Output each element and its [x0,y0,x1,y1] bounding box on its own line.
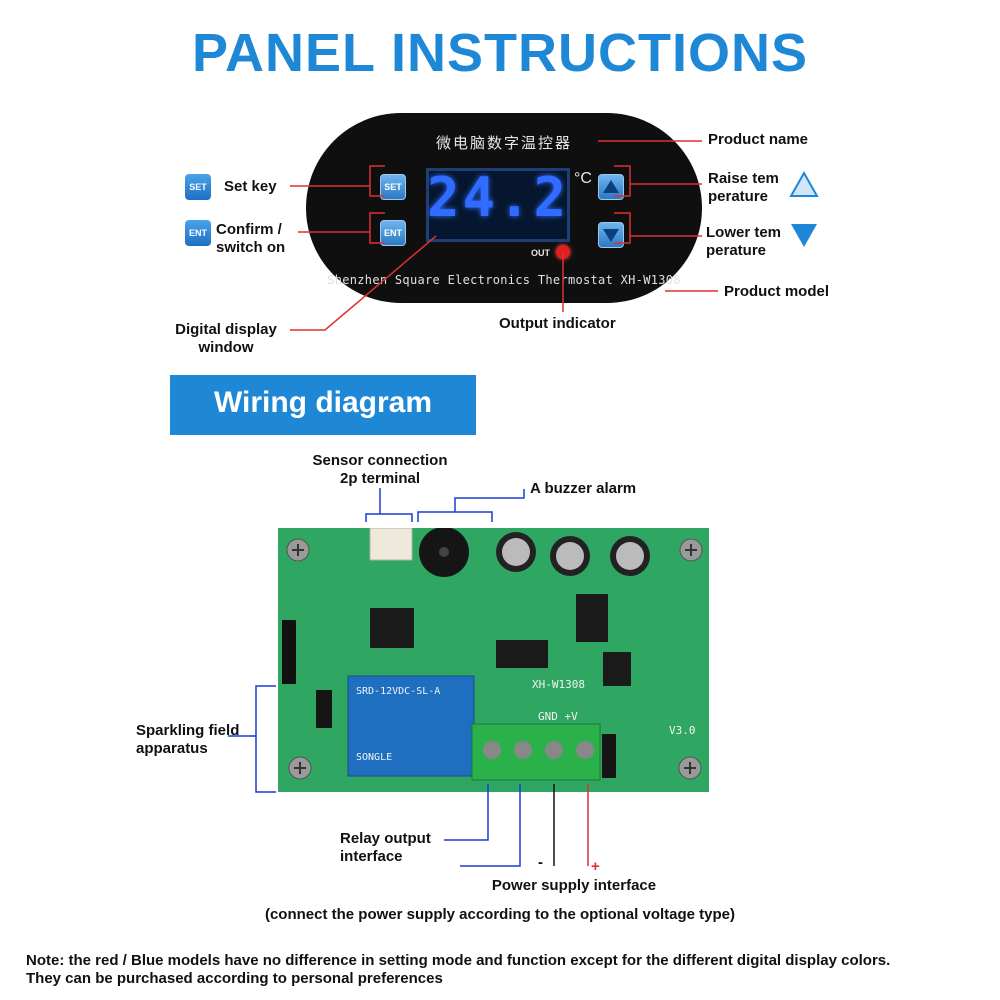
label-power-note: (connect the power supply according to t… [264,906,736,923]
panel-ent-label: ENT [384,228,402,238]
set-icon: SET [185,174,211,200]
pcb-relay-brand: SONGLE [356,752,393,763]
display-value: 24.2 [426,166,570,229]
pcb-model-text: XH-W1308 [532,678,585,691]
label-sensor-line2: 2p terminal [339,470,421,487]
label-digital-line1: Digital display [175,321,277,338]
label-confirm-line1: Confirm / [216,221,282,238]
triangle-up-icon [603,180,619,193]
digital-display-window [426,168,570,242]
label-confirm-line2: switch on [216,239,286,256]
label-output-indicator: Output indicator [499,315,616,332]
panel-callout-lines [290,140,718,331]
label-product-name: Product name [708,131,809,148]
label-relay-line2: interface [340,848,403,865]
screw-icon [286,538,703,780]
label-sparkling-line2: apparatus [136,740,208,757]
panel-set-label: SET [384,182,402,192]
ent-icon-label: ENT [189,228,207,238]
raise-side-icon [789,170,819,197]
pcb-gnd-v-text: GND +V [538,710,578,723]
label-sparkling-line1: Sparkling field [136,722,240,739]
output-indicator-led [556,245,570,259]
lower-side-icon [789,220,817,247]
panel-product-name: 微电脑数字温控器 [435,134,572,152]
panel-ent-button[interactable]: ENT [380,220,406,246]
page-title: PANEL INSTRUCTIONS [191,23,809,83]
label-lower-line2: perature [706,242,767,259]
pcb-relay-model: SRD-12VDC-SL-A [356,686,441,697]
label-power-supply: Power supply interface [491,877,657,894]
triangle-up-icon [789,170,819,197]
label-relay-line1: Relay output [340,830,431,847]
wiring-banner-title: Wiring diagram [213,386,433,419]
label-digital-line2: window [198,339,254,356]
ent-icon: ENT [185,220,211,246]
note-line2: They can be purchased according to perso… [26,970,443,987]
label-raise-line1: Raise tem [708,170,779,187]
panel-lower-button[interactable] [598,222,624,248]
label-set-key: Set key [224,178,277,195]
label-sensor-line1: Sensor connection [312,452,448,469]
pcb-version-text: V3.0 [669,724,696,737]
pcb-components [282,528,703,781]
label-lower-line1: Lower tem [706,224,782,241]
label-buzzer: A buzzer alarm [530,480,637,497]
wiring-banner [170,375,476,435]
out-label: OUT [531,248,550,258]
note-line1: Note: the red / Blue models have no diff… [26,952,891,969]
label-plus: + [591,858,600,875]
triangle-down-icon [603,229,619,242]
panel-model-text: Shenzhen Square Electronics Thermostat X… [327,273,681,287]
label-minus: - [538,854,543,871]
celsius-unit: °C [574,170,592,187]
label-product-model: Product model [724,283,830,300]
set-icon-label: SET [189,182,207,192]
label-raise-line2: perature [708,188,769,205]
triangle-down-icon [791,224,817,247]
